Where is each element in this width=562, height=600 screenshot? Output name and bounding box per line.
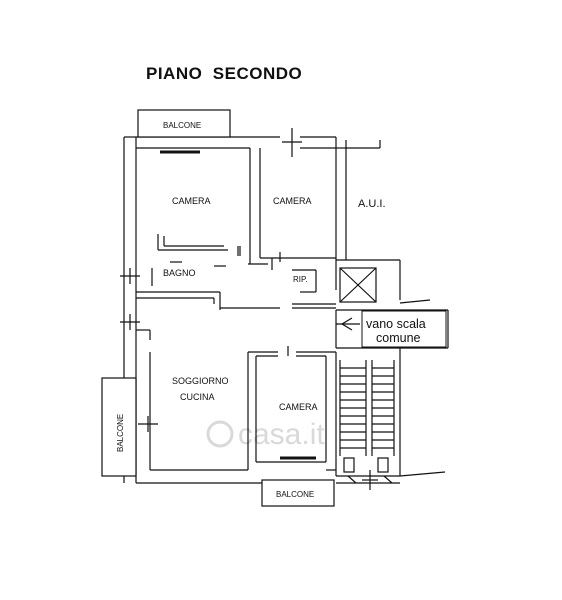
watermark-house-icon (206, 420, 234, 448)
balcony-left (101, 377, 137, 477)
room-camera-n-label: CAMERA (273, 196, 312, 206)
watermark: casa.it (206, 418, 325, 451)
window-sills (160, 150, 316, 460)
balcony-left-label: BALCONE (116, 414, 125, 452)
plan-title: PIANO SECONDO (146, 64, 302, 83)
walls (120, 128, 449, 490)
stair-label-line2: comune (376, 331, 421, 345)
room-rip-label: RIP. (293, 275, 308, 284)
balcony-top (137, 109, 231, 138)
room-bagno-label: BAGNO (163, 268, 196, 278)
stair-label-box (361, 310, 447, 348)
balconies (101, 109, 335, 507)
stair-label-line1: vano scala (366, 317, 426, 331)
room-camera-s-label: CAMERA (279, 402, 318, 412)
watermark-text: casa.it (238, 418, 325, 451)
room-aui-label: A.U.I. (358, 198, 386, 210)
room-camera-nw-label: CAMERA (172, 196, 211, 206)
room-soggiorno-label: SOGGIORNO (172, 376, 229, 386)
balcony-bottom-label: BALCONE (276, 490, 314, 499)
balcony-top-label: BALCONE (163, 121, 201, 130)
balcony-bottom (261, 479, 335, 507)
room-cucina-label: CUCINA (180, 392, 215, 402)
